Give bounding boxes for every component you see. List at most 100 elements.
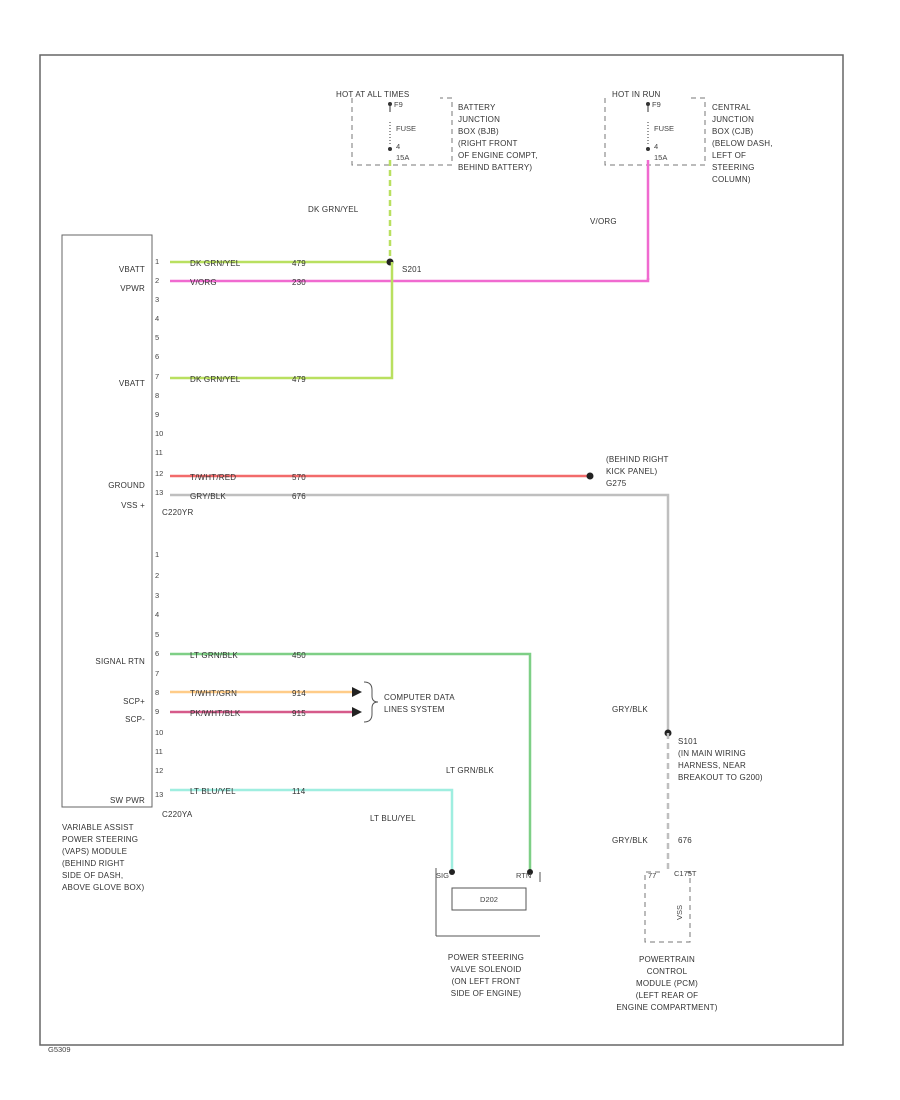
solenoid-description: POWER STEERING VALVE SOLENOID (ON LEFT F… <box>448 953 524 998</box>
svg-text:12: 12 <box>155 469 163 478</box>
pcm-body-label: VSS <box>675 905 684 920</box>
svg-text:COLUMN): COLUMN) <box>712 175 751 184</box>
fuse-right-pin-top: F9 <box>652 100 661 109</box>
ground-g275-terminal <box>586 472 594 480</box>
svg-text:COMPUTER DATA: COMPUTER DATA <box>384 693 455 702</box>
svg-text:BATTERY: BATTERY <box>458 103 496 112</box>
wire-lower-pin9-color: PK/WHT/BLK <box>190 709 241 718</box>
wire-lower-pin9-circuit: 915 <box>292 709 306 718</box>
connector-lower-label: C220YA <box>162 810 193 819</box>
wire-pin13-gry-blk <box>170 493 670 733</box>
wire-pin2-circuit: 230 <box>292 278 306 287</box>
fuse-right-header: HOT IN RUN <box>612 90 661 99</box>
svg-text:(IN MAIN WIRING: (IN MAIN WIRING <box>678 749 746 758</box>
fuse-right-description: CENTRAL JUNCTION BOX (CJB) (BELOW DASH, … <box>712 103 772 184</box>
svg-text:HARNESS, NEAR: HARNESS, NEAR <box>678 761 746 770</box>
svg-text:G275: G275 <box>606 479 627 488</box>
wire-gry-blk-lower-circuit: 676 <box>678 836 692 845</box>
svg-text:SCP-: SCP- <box>125 715 145 724</box>
wire-lower-pin8-circuit: 914 <box>292 689 306 698</box>
module-function-labels: VBATT VPWR VBATT GROUND VSS + SIGNAL RTN… <box>95 265 145 805</box>
svg-text:7: 7 <box>155 372 159 381</box>
wire-lower-pin8-color: T/WHT/GRN <box>190 689 237 698</box>
svg-text:7: 7 <box>155 669 159 678</box>
wire-lower-pin13-lt-blu-yel <box>170 788 454 872</box>
svg-text:1: 1 <box>155 257 159 266</box>
svg-text:LINES SYSTEM: LINES SYSTEM <box>384 705 445 714</box>
svg-text:5: 5 <box>155 333 159 342</box>
connector-lower-pins: 1 2 3 4 5 6 7 8 9 10 11 12 13 <box>155 550 163 799</box>
wire-pin2-color: V/ORG <box>190 278 217 287</box>
svg-text:11: 11 <box>155 747 163 756</box>
svg-text:(RIGHT FRONT: (RIGHT FRONT <box>458 139 518 148</box>
wire-pin1-circuit: 479 <box>292 259 306 268</box>
svg-text:13: 13 <box>155 488 163 497</box>
svg-text:JUNCTION: JUNCTION <box>458 115 500 124</box>
svg-text:VPWR: VPWR <box>120 284 145 293</box>
svg-text:CENTRAL: CENTRAL <box>712 103 751 112</box>
svg-text:6: 6 <box>155 649 159 658</box>
svg-text:10: 10 <box>155 728 163 737</box>
wire-lower-pin6-lt-grn-blk <box>170 652 532 872</box>
diagram-code: G5309 <box>48 1045 71 1054</box>
svg-text:BEHIND BATTERY): BEHIND BATTERY) <box>458 163 532 172</box>
svg-text:VARIABLE ASSIST: VARIABLE ASSIST <box>62 823 134 832</box>
wire-lower-pin13-color: LT BLU/YEL <box>190 787 236 796</box>
connector-upper-label: C220YR <box>162 508 193 517</box>
svg-text:(VAPS) MODULE: (VAPS) MODULE <box>62 847 127 856</box>
svg-text:4: 4 <box>155 610 159 619</box>
svg-text:JUNCTION: JUNCTION <box>712 115 754 124</box>
wire-lower-pin13-circuit: 114 <box>292 787 306 796</box>
svg-text:STEERING: STEERING <box>712 163 755 172</box>
svg-text:SIDE OF ENGINE): SIDE OF ENGINE) <box>451 989 522 998</box>
svg-text:POWER STEERING: POWER STEERING <box>62 835 138 844</box>
module-description: VARIABLE ASSIST POWER STEERING (VAPS) MO… <box>62 823 144 892</box>
svg-text:S101: S101 <box>678 737 698 746</box>
svg-text:POWER STEERING: POWER STEERING <box>448 953 524 962</box>
wire-v-org-feed-label: V/ORG <box>590 217 617 226</box>
pcm-module: 77 C175T VSS <box>644 869 697 943</box>
svg-text:4: 4 <box>155 314 159 323</box>
wire-pin13-color: GRY/BLK <box>190 492 226 501</box>
svg-text:SIGNAL RTN: SIGNAL RTN <box>95 657 145 666</box>
svg-text:POWERTRAIN: POWERTRAIN <box>639 955 695 964</box>
fuse-box-cjb: HOT IN RUN F9 FUSE 4 15A CENTRAL JUNCTIO… <box>604 90 772 184</box>
wire-pin12-circuit: 570 <box>292 473 306 482</box>
svg-text:6: 6 <box>155 352 159 361</box>
wire-pin7-circuit: 479 <box>292 375 306 384</box>
pcm-connector: C175T <box>674 869 697 878</box>
svg-text:KICK PANEL): KICK PANEL) <box>606 467 658 476</box>
fuse-left-description: BATTERY JUNCTION BOX (BJB) (RIGHT FRONT … <box>458 103 537 172</box>
fuse-left-amp: 15A <box>396 153 409 162</box>
solenoid-body: D202 <box>480 895 498 904</box>
svg-text:(ON LEFT FRONT: (ON LEFT FRONT <box>452 977 521 986</box>
svg-text:2: 2 <box>155 571 159 580</box>
diagram-frame <box>39 54 844 1046</box>
svg-text:LEFT OF: LEFT OF <box>712 151 746 160</box>
svg-text:SW PWR: SW PWR <box>110 796 145 805</box>
solenoid-pin-rtn: RTN <box>516 871 531 880</box>
svg-text:BOX (BJB): BOX (BJB) <box>458 127 499 136</box>
fuse-right-amp: 15A <box>654 153 667 162</box>
svg-text:BOX (CJB): BOX (CJB) <box>712 127 753 136</box>
svg-text:10: 10 <box>155 429 163 438</box>
svg-text:GROUND: GROUND <box>108 481 145 490</box>
svg-text:2: 2 <box>155 276 159 285</box>
svg-text:SCP+: SCP+ <box>123 697 145 706</box>
arrow-scp-plus <box>352 687 362 697</box>
wire-solenoid-lt-grn-blk-label: LT GRN/BLK <box>446 766 494 775</box>
svg-text:VALVE SOLENOID: VALVE SOLENOID <box>451 965 522 974</box>
wire-pin13-circuit: 676 <box>292 492 306 501</box>
connector-upper-pins: 1 2 3 4 5 6 7 8 9 10 11 12 13 <box>155 257 163 497</box>
svg-text:13: 13 <box>155 790 163 799</box>
fuse-left-num: 4 <box>396 142 400 151</box>
svg-text:ENGINE COMPARTMENT): ENGINE COMPARTMENT) <box>616 1003 717 1012</box>
svg-text:1: 1 <box>155 550 159 559</box>
wire-pin1-color: DK GRN/YEL <box>190 259 241 268</box>
fuse-left-pin-top: F9 <box>394 100 403 109</box>
data-lines-brace <box>363 681 379 723</box>
wire-pin7-dk-grn-yel <box>170 262 394 380</box>
svg-text:8: 8 <box>155 391 159 400</box>
svg-text:3: 3 <box>155 295 159 304</box>
